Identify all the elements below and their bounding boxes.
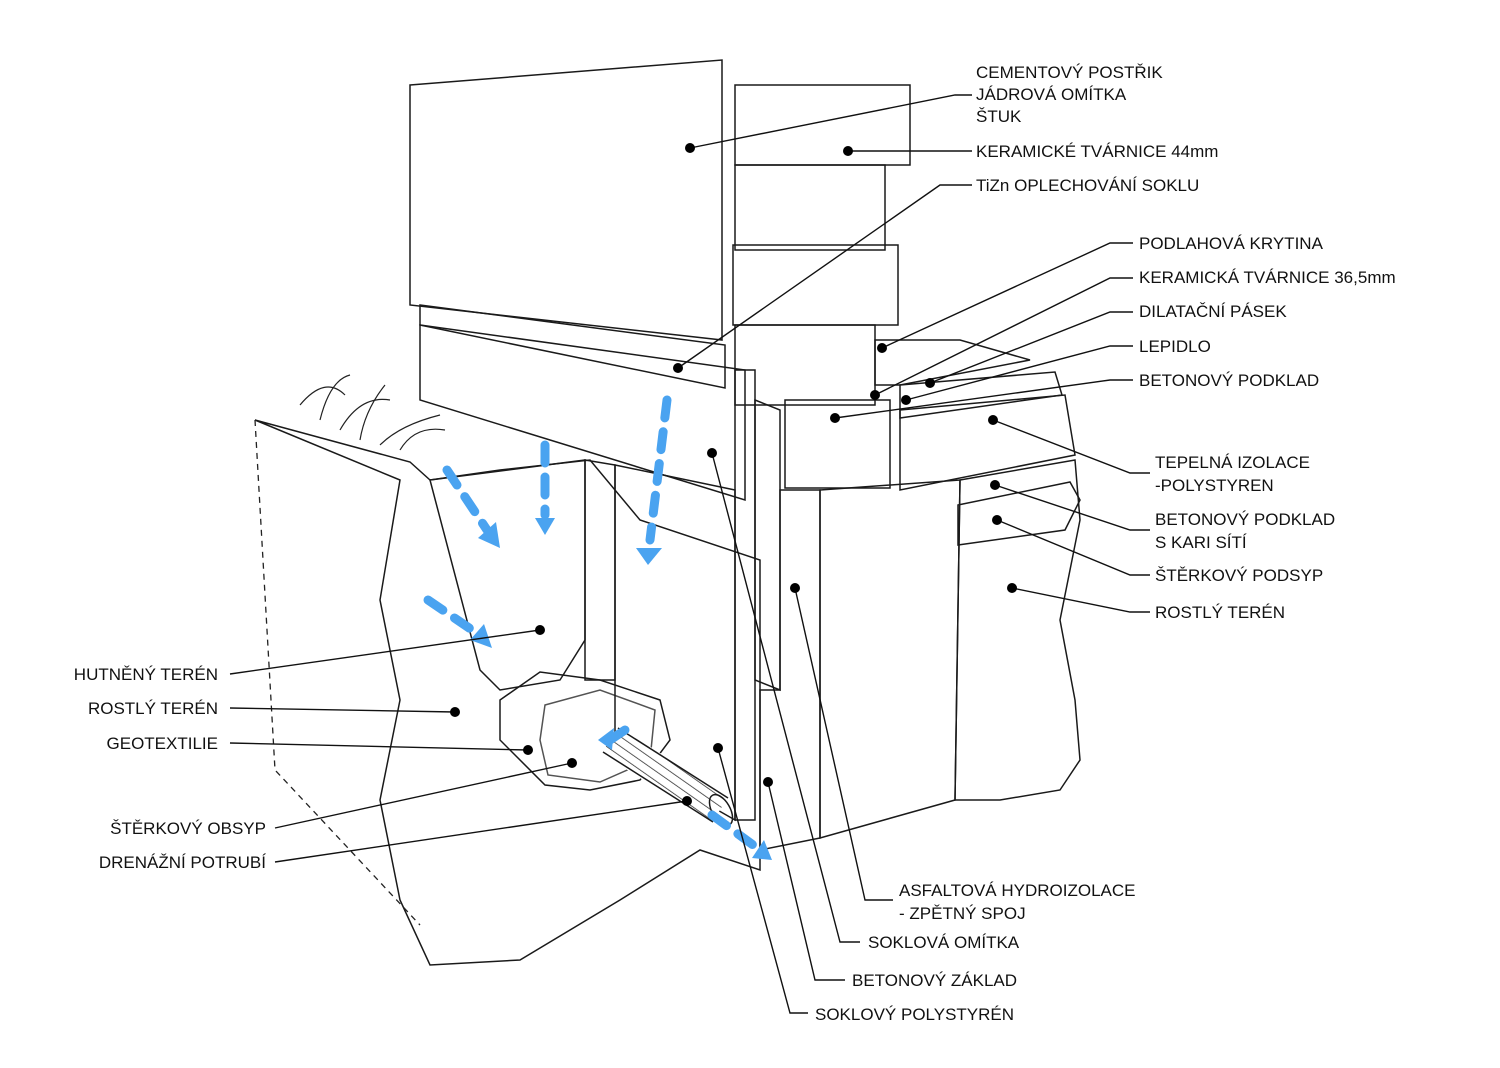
water-flow-arrows — [423, 395, 772, 860]
label-cementovy-postrik: CEMENTOVÝ POSTŘIK JÁDROVÁ OMÍTKA ŠTUK — [976, 63, 1167, 126]
label-geotextilie: GEOTEXTILIE — [107, 734, 218, 753]
label-drenazni-potrubi: DRENÁŽNÍ POTRUBÍ — [99, 853, 266, 872]
concrete-screed — [899, 371, 1063, 419]
label-soklova-omitka: SOKLOVÁ OMÍTKA — [868, 933, 1020, 952]
gravel-core — [539, 689, 656, 783]
native-soil-left — [254, 419, 761, 966]
plinth-render-strip — [754, 398, 781, 692]
ceramic-blocks — [732, 84, 911, 489]
waterproofing-strip — [734, 369, 756, 821]
plinth-render-band — [419, 324, 746, 502]
render-wall — [409, 59, 723, 341]
label-betonovy-podklad: BETONOVÝ PODKLAD — [1139, 371, 1319, 390]
label-betonovy-zaklad: BETONOVÝ ZÁKLAD — [852, 971, 1017, 990]
label-rostly-teren-left: ROSTLÝ TERÉN — [88, 699, 218, 718]
tizn-flashing — [419, 304, 726, 389]
gravel-subbase — [957, 481, 1081, 546]
grass-tuft — [299, 374, 446, 451]
compacted-fill — [429, 459, 586, 691]
leader-lines — [229, 94, 1150, 1014]
label-dilatacni-pasek: DILATAČNÍ PÁSEK — [1139, 302, 1287, 321]
label-keramicka-tvarnice-365: KERAMICKÁ TVÁRNICE 36,5mm — [1139, 268, 1396, 287]
label-tizn-oplechovani: TiZn OPLECHOVÁNÍ SOKLU — [976, 176, 1199, 195]
label-tepelna-izolace: TEPELNÁ IZOLACE -POLYSTYREN — [1155, 453, 1315, 495]
concrete-foundation-face — [819, 479, 961, 839]
label-podlahova-krytina: PODLAHOVÁ KRYTINA — [1139, 234, 1324, 253]
floor-finish — [874, 339, 1031, 386]
label-hutneny-teren: HUTNĚNÝ TERÉN — [74, 665, 218, 684]
label-sterkovy-podsyp: ŠTĚRKOVÝ PODSYP — [1155, 566, 1323, 585]
label-soklovy-polystyren: SOKLOVÝ POLYSTYRÉN — [815, 1005, 1014, 1024]
drain-pipe — [601, 726, 734, 827]
label-lepidlo: LEPIDLO — [1139, 337, 1211, 356]
label-keramicke-tvarnice-44: KERAMICKÉ TVÁRNICE 44mm — [976, 142, 1218, 161]
label-betonovy-podklad-kari: BETONOVÝ PODKLAD S KARI SÍTÍ — [1155, 510, 1340, 552]
native-soil-right — [954, 459, 1081, 801]
label-asfaltova-hydroizolace: ASFALTOVÁ HYDROIZOLACE - ZPĚTNÝ SPOJ — [899, 881, 1140, 923]
thermal-insulation — [899, 394, 1076, 491]
label-rostly-teren-right: ROSTLÝ TERÉN — [1155, 603, 1285, 622]
label-sterkovy-obsyp: ŠTĚRKOVÝ OBSYP — [110, 819, 266, 838]
plinth-polystyrene — [584, 459, 616, 681]
